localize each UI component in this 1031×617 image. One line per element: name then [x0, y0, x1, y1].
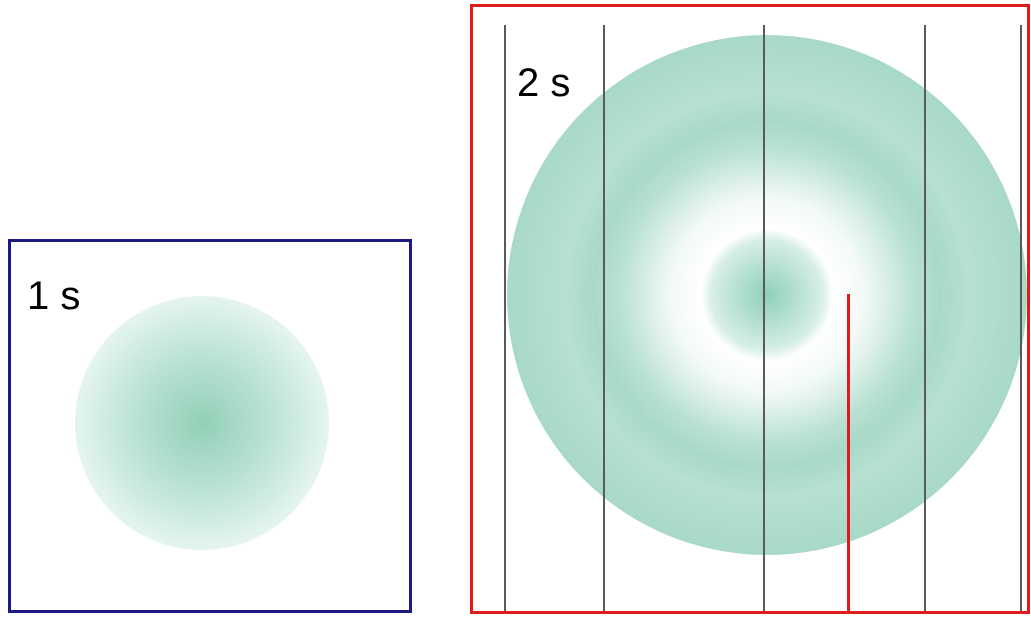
radius-marker-line: [847, 294, 850, 611]
panel-label-1s: 1 s: [27, 274, 81, 318]
panel-label-2s: 2 s: [517, 61, 571, 105]
diffusion-blob: [75, 296, 329, 550]
grating-line: [1020, 25, 1022, 611]
wave-disc: [507, 35, 1027, 555]
panel-2s: 2 s: [470, 4, 1030, 614]
grating-line: [763, 25, 765, 611]
grating-line: [924, 25, 926, 611]
panel-1s: 1 s: [8, 239, 412, 613]
grating-line: [603, 25, 605, 611]
grating-line: [504, 25, 506, 611]
